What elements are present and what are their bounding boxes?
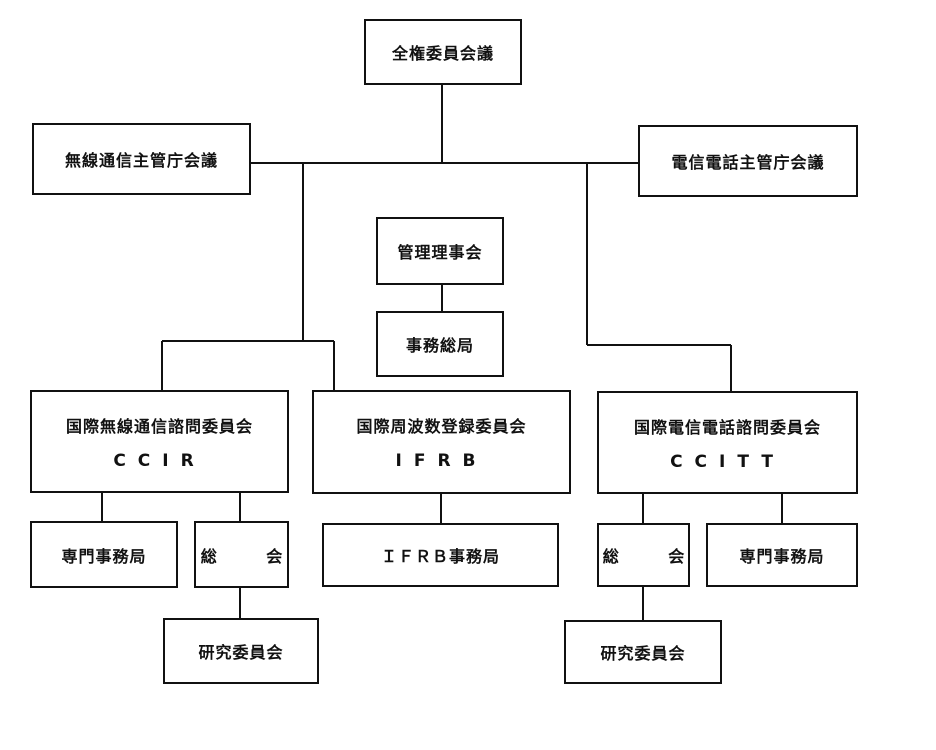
ccitt-secretariat-box: 専門事務局 [706,523,858,587]
box-label: 国際周波数登録委員会 [356,417,527,436]
ccir-study-groups-box: 研究委員会 [163,618,319,684]
plenipotentiary-box: 全権委員会議 [364,19,522,85]
box-code: CCIR [113,450,206,471]
telegraph-admin-conf-box: 電信電話主管庁会議 [638,125,858,197]
box-code: CCITT [670,451,785,472]
box-label: 国際無線通信諮問委員会 [65,416,253,436]
box-label: 研究委員会 [600,644,686,663]
ifrb-box: 国際周波数登録委員会 IFRB [312,390,571,494]
box-label: ＩＦＲＢ事務局 [380,547,500,566]
box-label: 専門事務局 [739,547,825,566]
ccitt-plenary-box: 総 会 [597,523,690,587]
box-label: 無線通信主管庁会議 [64,151,218,170]
box-label: 総 会 [200,546,305,566]
general-secretariat-box: 事務総局 [376,311,504,377]
ccitt-box: 国際電信電話諮問委員会 CCITT [597,391,858,494]
box-code: IFRB [395,451,488,471]
box-label: 総 会 [602,547,707,566]
ccir-plenary-box: 総 会 [194,521,289,588]
ccir-secretariat-box: 専門事務局 [30,521,178,588]
box-label: 電信電話主管庁会議 [671,153,825,172]
ccitt-study-groups-box: 研究委員会 [564,620,722,684]
box-label: 事務総局 [405,336,474,355]
radio-admin-conf-box: 無線通信主管庁会議 [32,123,251,195]
box-label: 国際電信電話諮問委員会 [633,417,821,437]
box-label: 全権委員会議 [391,44,494,63]
box-label: 研究委員会 [198,643,284,662]
admin-council-box: 管理理事会 [376,217,504,285]
ccir-box: 国際無線通信諮問委員会 CCIR [30,390,289,493]
box-label: 管理理事会 [397,243,483,262]
box-label: 専門事務局 [61,546,147,566]
ifrb-secretariat-box: ＩＦＲＢ事務局 [322,523,559,587]
